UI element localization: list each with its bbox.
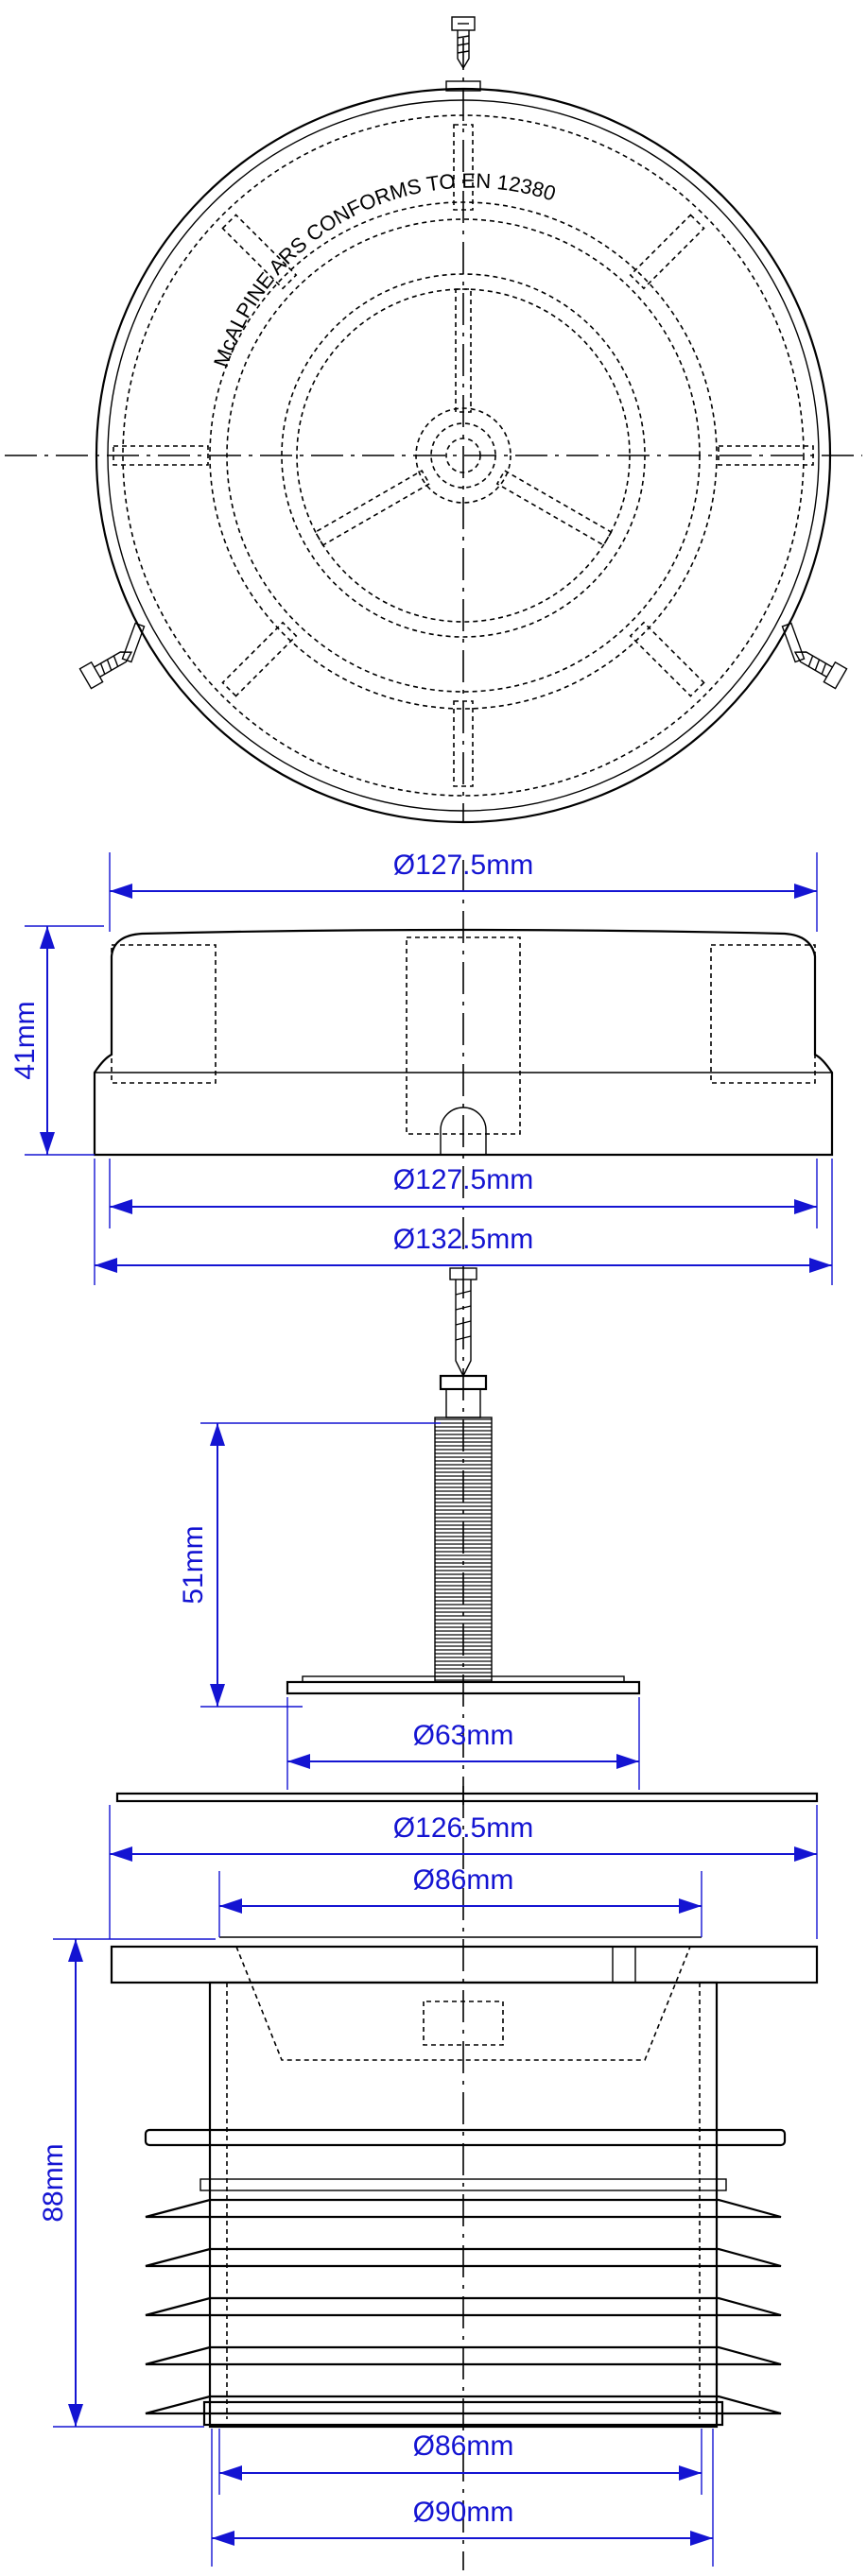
body-collar-lower: [199, 2178, 727, 2191]
cap-inner-left: [111, 944, 217, 1084]
rim-text: McALPINE ARS CONFORMS TO EN 12380: [209, 169, 559, 370]
cap-inner-right: [710, 944, 816, 1084]
hub-middle: [430, 422, 496, 489]
cap-diameter-bottom-label: Ø127.5mm: [393, 1164, 533, 1195]
screw-icon-left: [78, 651, 133, 690]
outer-ring-hidden-2: [226, 218, 701, 693]
radial-ribs: [113, 124, 814, 787]
spring-coil: [434, 1417, 493, 1683]
flange-clip: [612, 1946, 636, 1984]
cap-center-boss: [406, 936, 521, 1135]
rim-hidden-edge: [122, 114, 805, 797]
cap-overall-diameter-label: Ø132.5mm: [393, 1224, 533, 1255]
body-elevation: [110, 1786, 819, 2570]
flange-diameter-label: Ø126.5mm: [393, 1812, 533, 1844]
outer-ring-hidden: [209, 201, 718, 710]
body-fins: [145, 2198, 782, 2415]
valve-assembly: [286, 1266, 641, 1805]
inner-ring-hidden: [281, 273, 646, 638]
valve-seal: [302, 1675, 625, 1683]
dimension-seal-diameter: Ø63mm: [286, 1697, 640, 1790]
fins-diameter-label: Ø90mm: [413, 2497, 514, 2528]
body-base: [202, 2400, 724, 2427]
cap-slot: [440, 1107, 487, 1155]
body-inner-hub: [423, 2001, 504, 2046]
dimension-spring-height: 51mm: [178, 1422, 441, 1708]
dimension-body-height: 88mm: [38, 1938, 216, 2428]
screw-icon-top: [445, 16, 481, 92]
hub-inner: [445, 438, 481, 473]
body-inner-cone: [235, 1946, 691, 2061]
flange-seal: [115, 1792, 819, 1803]
screw-boss-left: [121, 622, 146, 663]
screw-icon-right: [793, 651, 848, 690]
dimension-cap-height: 41mm: [9, 925, 104, 1156]
dimension-body-bottom-diameter: Ø86mm: [218, 2429, 702, 2495]
body-top-flange: [110, 1945, 819, 1984]
dimension-cap-diameter-top: Ø127.5mm: [109, 850, 818, 932]
inner-rim: [107, 99, 820, 812]
dimension-flange-diameter: Ø126.5mm: [109, 1805, 818, 1939]
body-tube: [208, 1981, 719, 2429]
body-height-label: 88mm: [38, 2143, 69, 2222]
cap-height-label: 41mm: [9, 1001, 41, 1079]
screw-boss-right: [781, 622, 806, 663]
cap-diameter-top-label: Ø127.5mm: [393, 850, 533, 881]
inner-ring-hidden-2: [296, 288, 631, 623]
hub-outer: [415, 407, 512, 504]
dimension-cap-overall-diameter: Ø132.5mm: [94, 1159, 833, 1285]
body-top-diameter-label: Ø86mm: [413, 1864, 514, 1896]
dimension-cap-diameter-bottom: Ø127.5mm: [109, 1159, 818, 1228]
top-view: McALPINE ARS CONFORMS TO EN 12380: [5, 16, 862, 824]
body-collar: [144, 2128, 787, 2147]
cap-elevation: [93, 860, 834, 1257]
seal-diameter-label: Ø63mm: [413, 1720, 514, 1751]
body-bottom-diameter-label: Ø86mm: [413, 2430, 514, 2462]
outer-rim: [95, 87, 832, 824]
dimension-fins-diameter: Ø90mm: [211, 2429, 714, 2567]
dimension-body-top-diameter: Ø86mm: [218, 1864, 702, 1937]
spring-height-label: 51mm: [178, 1525, 209, 1604]
